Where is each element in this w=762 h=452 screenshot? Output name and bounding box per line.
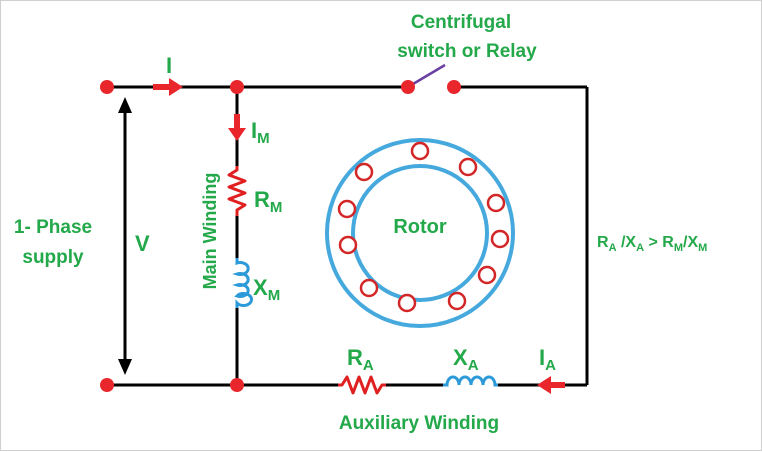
main-resistor-icon	[227, 166, 247, 216]
rotor-slot	[447, 291, 467, 311]
switch-lever-icon	[412, 63, 446, 86]
node-junction-bottom	[230, 378, 244, 392]
rotor-slot	[410, 141, 430, 161]
main-reactance-label: XM	[253, 275, 280, 304]
aux-winding-label: Auxiliary Winding	[339, 413, 499, 434]
rotor-slot	[490, 229, 510, 249]
rotor-slot	[458, 157, 478, 177]
main-winding-label: Main Winding	[200, 173, 220, 290]
rotor-slot	[397, 293, 417, 313]
impedance-ratio-label: RA /XA > RM/XM	[597, 234, 707, 254]
voltage-arrow	[118, 97, 132, 375]
rotor-slot	[338, 235, 358, 255]
node-switch-left	[401, 80, 415, 94]
supply-current-arrow	[153, 78, 183, 96]
rotor-slot	[337, 199, 357, 219]
aux-current-label: IA	[539, 345, 556, 374]
node-supply-bottom	[100, 378, 114, 392]
wires	[107, 85, 589, 387]
supply-label-line1: 1- Phase	[14, 217, 92, 238]
node-supply-top	[100, 80, 114, 94]
rotor-slot	[486, 193, 506, 213]
supply-current-label: I	[166, 53, 172, 78]
nodes	[100, 80, 461, 392]
rotor-label: Rotor	[393, 216, 447, 238]
rotor-slot	[354, 162, 374, 182]
aux-current-arrow	[537, 376, 565, 394]
node-junction-top	[230, 80, 244, 94]
rotor-slot	[477, 265, 497, 285]
main-current-label: IM	[251, 118, 270, 147]
aux-inductor-icon	[443, 375, 498, 387]
aux-resistance-label: RA	[347, 345, 374, 374]
stator-inner-ring	[351, 164, 489, 302]
voltage-label: V	[135, 231, 150, 256]
switch-label-line1: Centrifugal	[411, 12, 511, 33]
main-inductor-icon	[232, 258, 253, 308]
aux-reactance-label: XA	[453, 345, 479, 374]
node-switch-right	[447, 80, 461, 94]
stator-outer-ring	[325, 138, 515, 328]
supply-label-line2: supply	[22, 247, 84, 268]
rotor-slot	[359, 278, 379, 298]
switch-label-line2: switch or Relay	[397, 41, 537, 62]
main-current-arrow	[228, 114, 246, 141]
aux-resistor-icon	[338, 375, 386, 395]
rotor-slots	[337, 141, 510, 313]
main-resistance-label: RM	[254, 187, 282, 216]
